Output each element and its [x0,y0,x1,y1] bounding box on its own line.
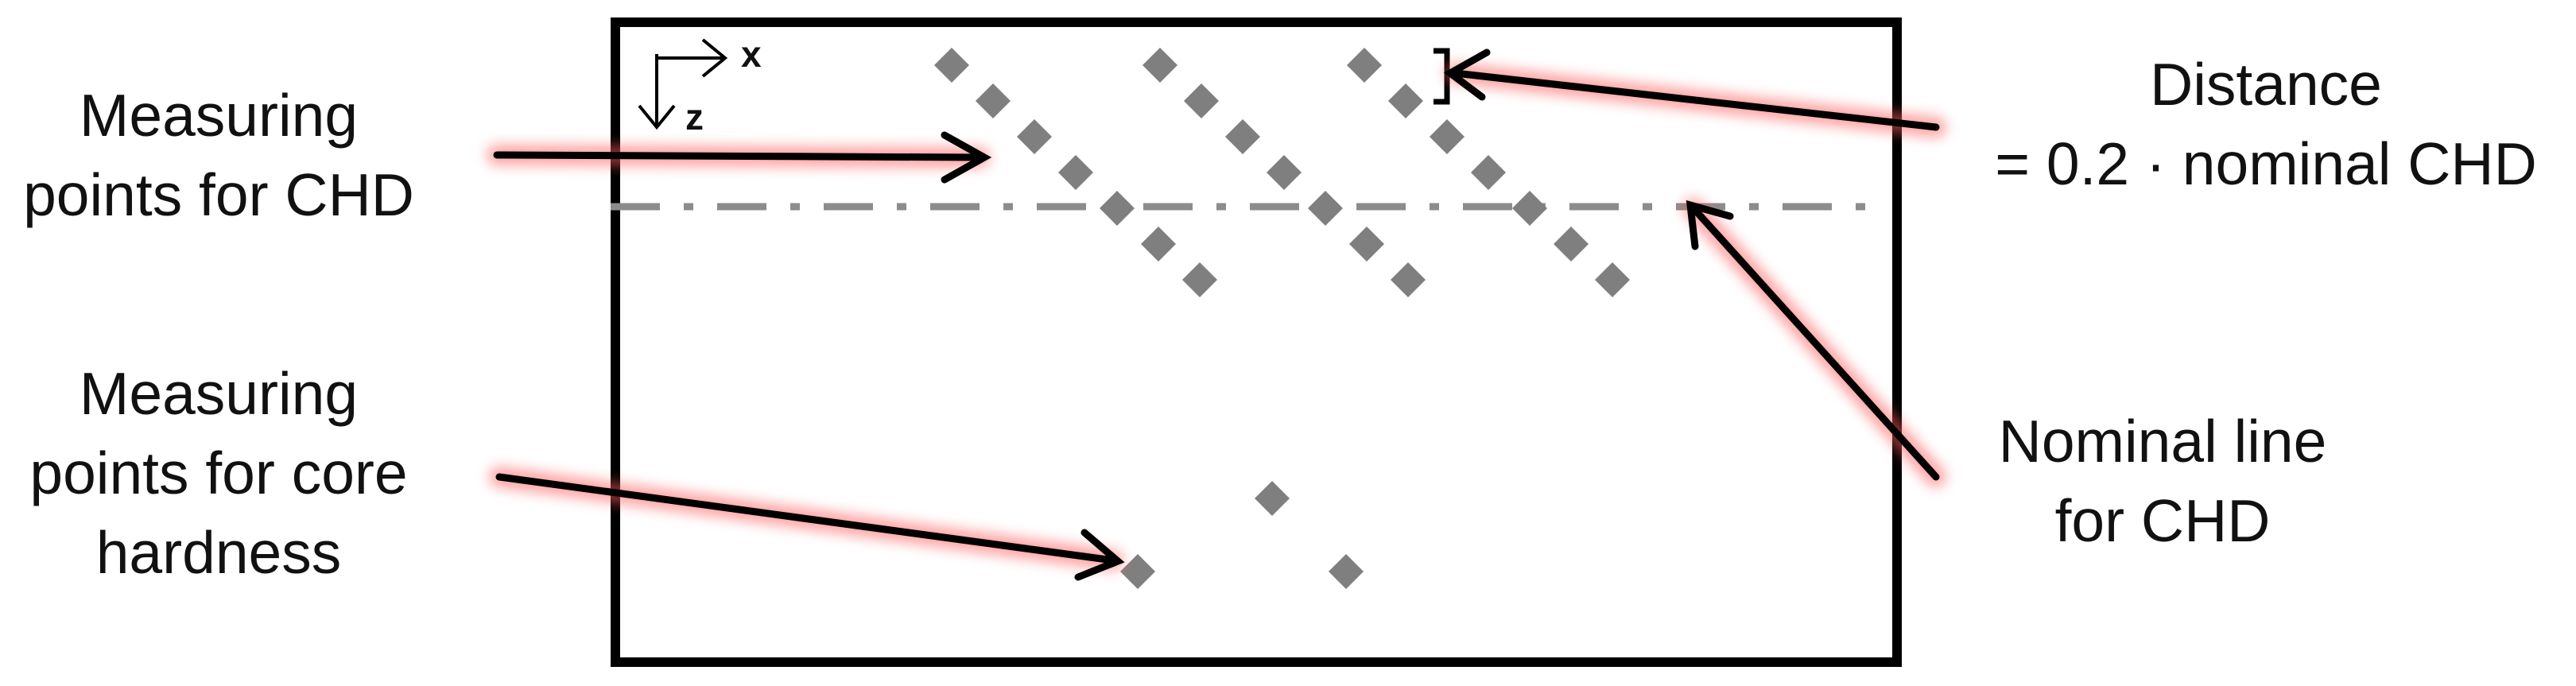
chd-measuring-point [1471,155,1506,190]
arrow-to-distance-head [1443,48,1491,101]
chd-measuring-point [1141,227,1176,262]
chd-measuring-point [1554,227,1589,262]
chd-measuring-point [1058,155,1093,190]
core-measuring-point [1255,481,1290,516]
axis-indicator [638,38,728,130]
label-line: for CHD [2054,487,2271,554]
x-axis-arrow [655,38,728,78]
x-axis-label: x [741,33,762,75]
arrow-to-chd-points [493,151,983,161]
chd-measuring-point [1512,191,1547,226]
chd-measuring-point [1184,83,1219,118]
chd-measuring-point [934,48,969,83]
chd-measuring-point [1100,191,1135,226]
arrow-to-nominal-line-head [1686,200,1734,250]
label-line: Measuring [79,82,359,149]
arrow-to-core-points-head [1074,529,1125,581]
chd-measuring-point [1267,155,1302,190]
chd-measuring-point [1347,48,1382,83]
measuring-points [934,48,1630,589]
chd-measuring-point [1017,119,1052,154]
chd-measuring-point [1308,191,1343,226]
chd-measuring-point [1182,262,1217,297]
label-line: Nominal line [1998,408,2327,475]
core-measuring-point [1120,554,1155,589]
z-axis-label: z [685,96,704,138]
arrow-to-chd-points-head [941,131,992,184]
label-line: points for CHD [23,161,414,228]
label-chd-measuring-points: Measuring points for CHD [0,76,437,234]
arrow-to-distance [1451,69,1940,131]
z-axis-arrow [638,58,676,130]
arrow-to-nominal-line [1690,204,1940,481]
label-distance: Distance = 0.2 · nominal CHD [1956,45,2576,203]
chd-measuring-point [1349,227,1384,262]
label-line: = 0.2 · nominal CHD [1995,130,2537,197]
chd-measuring-point [976,83,1011,118]
core-measuring-point [1329,554,1364,589]
label-nominal-line: Nominal line for CHD [1940,401,2385,560]
chd-measuring-point [1595,262,1630,297]
chd-measuring-point [1391,262,1426,297]
label-line: Distance [2150,51,2382,118]
chd-measuring-point [1143,48,1177,83]
workpiece-outline [611,17,1902,667]
label-line: points for core [29,440,408,506]
label-line: hardness [95,519,342,586]
arrow-to-core-points [495,473,1117,564]
chd-measuring-point [1430,119,1465,154]
label-line: Measuring [79,360,359,427]
chd-measuring-point [1225,119,1260,154]
chd-measuring-point [1388,83,1423,118]
label-core-measuring-points: Measuring points for core hardness [0,354,437,592]
